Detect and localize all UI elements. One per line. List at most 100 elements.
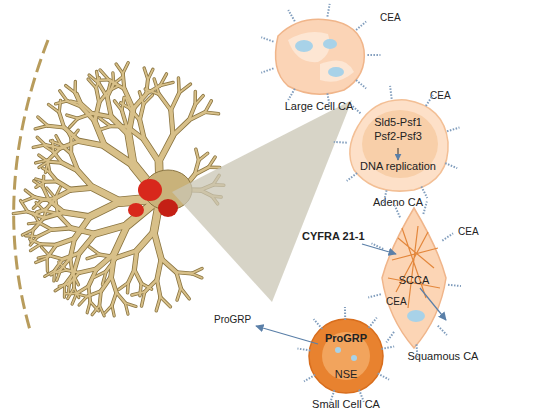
marker-text: Psf2-Psf3: [348, 130, 448, 143]
bronchus-edge: [205, 101, 211, 112]
bronchus: [31, 244, 41, 250]
bronchus: [123, 63, 128, 74]
cell-node: ProGRPNSESmall Cell CA: [308, 318, 384, 394]
bronchus: [191, 273, 201, 277]
bronchus: [111, 276, 116, 292]
bronchus: [22, 197, 34, 202]
bronchus-edge: [191, 268, 202, 273]
bronchus-edge: [70, 118, 78, 127]
bronchus: [191, 268, 202, 273]
bronchus-edge: [161, 259, 176, 273]
bronchus: [160, 297, 170, 307]
bronchus: [122, 110, 127, 126]
cea-receptor: [415, 344, 418, 357]
bronchus-edge: [99, 83, 107, 97]
bronchus: [56, 136, 61, 145]
bronchus: [189, 112, 205, 120]
bronchus-edge: [58, 214, 72, 228]
bronchus: [132, 292, 145, 295]
bronchus: [63, 253, 80, 259]
bronchus: [55, 187, 60, 198]
bronchus: [96, 88, 99, 102]
cea-receptor: [378, 373, 389, 379]
bronchus: [60, 91, 67, 101]
bronchus: [208, 166, 219, 168]
bronchus: [55, 198, 57, 214]
cell-shape: [308, 318, 384, 394]
bronchus-edge: [90, 202, 120, 217]
bronchus: [88, 286, 90, 301]
bronchus-edge: [171, 110, 173, 135]
bronchus: [126, 97, 130, 108]
bronchus-edge: [157, 259, 161, 280]
bronchus: [137, 231, 154, 250]
bronchus: [28, 223, 39, 224]
bronchus: [125, 303, 136, 306]
bronchus-edge: [134, 270, 141, 284]
bronchus-edge: [195, 96, 203, 105]
bronchus-edge: [100, 70, 109, 80]
bronchus: [100, 70, 109, 80]
bronchus-edge: [148, 69, 153, 79]
bronchus: [134, 251, 136, 270]
cell-type-label: Small Cell CA: [278, 398, 414, 411]
bronchus-edge: [88, 286, 90, 301]
cea-receptor: [356, 80, 366, 88]
bronchus-edge: [205, 112, 219, 113]
bronchus-edge: [100, 118, 111, 126]
cea-receptor: [359, 390, 364, 402]
bronchus: [107, 97, 111, 117]
bronchus: [33, 210, 43, 214]
cea-receptor: [288, 10, 295, 21]
bronchus: [195, 167, 209, 174]
bronchus: [37, 137, 45, 145]
bronchus-edge: [89, 247, 99, 255]
bronchus: [89, 247, 99, 255]
bronchus: [176, 272, 191, 273]
marker-text: ProGRP: [306, 332, 386, 345]
marker-text: SCCA: [384, 274, 444, 287]
cea-receptor: [369, 318, 377, 328]
bronchus-edge: [93, 188, 120, 202]
marker-label: CEA: [458, 226, 479, 237]
bronchus: [205, 112, 219, 113]
bronchus-edge: [90, 302, 99, 311]
cell-type-label: Large Cell CA: [248, 100, 390, 113]
bronchus: [35, 126, 48, 129]
bronchus: [93, 188, 120, 202]
bronchus: [140, 120, 145, 140]
bronchus-edge: [38, 230, 52, 237]
bronchus-edge: [13, 212, 27, 214]
cea-receptor: [386, 332, 394, 343]
cea-receptor: [423, 202, 427, 215]
bronchus-edge: [179, 84, 190, 93]
bronchus-edge: [140, 283, 141, 295]
bronchus-edge: [35, 126, 48, 129]
bronchus-edge: [39, 223, 52, 230]
bronchus-edge: [67, 115, 78, 118]
bronchus: [199, 153, 208, 160]
bronchus-edge: [111, 276, 116, 292]
marker-text: Sld5-Psf1: [348, 116, 448, 129]
bronchus-edge: [36, 202, 44, 210]
bronchus: [55, 259, 63, 270]
tumor: [138, 179, 162, 201]
bronchus: [56, 238, 74, 245]
bronchus-edge: [99, 126, 111, 130]
bronchus: [45, 146, 54, 152]
bronchus: [75, 93, 81, 107]
bronchus: [148, 69, 153, 79]
bronchus: [181, 288, 189, 299]
bronchus-edge: [125, 303, 128, 314]
bronchus-edge: [87, 255, 100, 259]
bronchus: [66, 86, 75, 93]
bronchus: [39, 162, 48, 168]
bronchus: [71, 228, 95, 234]
bronchus: [74, 82, 76, 93]
bronchus-edge: [49, 105, 60, 113]
bronchus: [171, 110, 173, 135]
cea-receptor: [304, 375, 315, 382]
bronchus-edge: [112, 292, 116, 305]
bronchus: [139, 92, 143, 104]
bronchus: [38, 255, 49, 258]
